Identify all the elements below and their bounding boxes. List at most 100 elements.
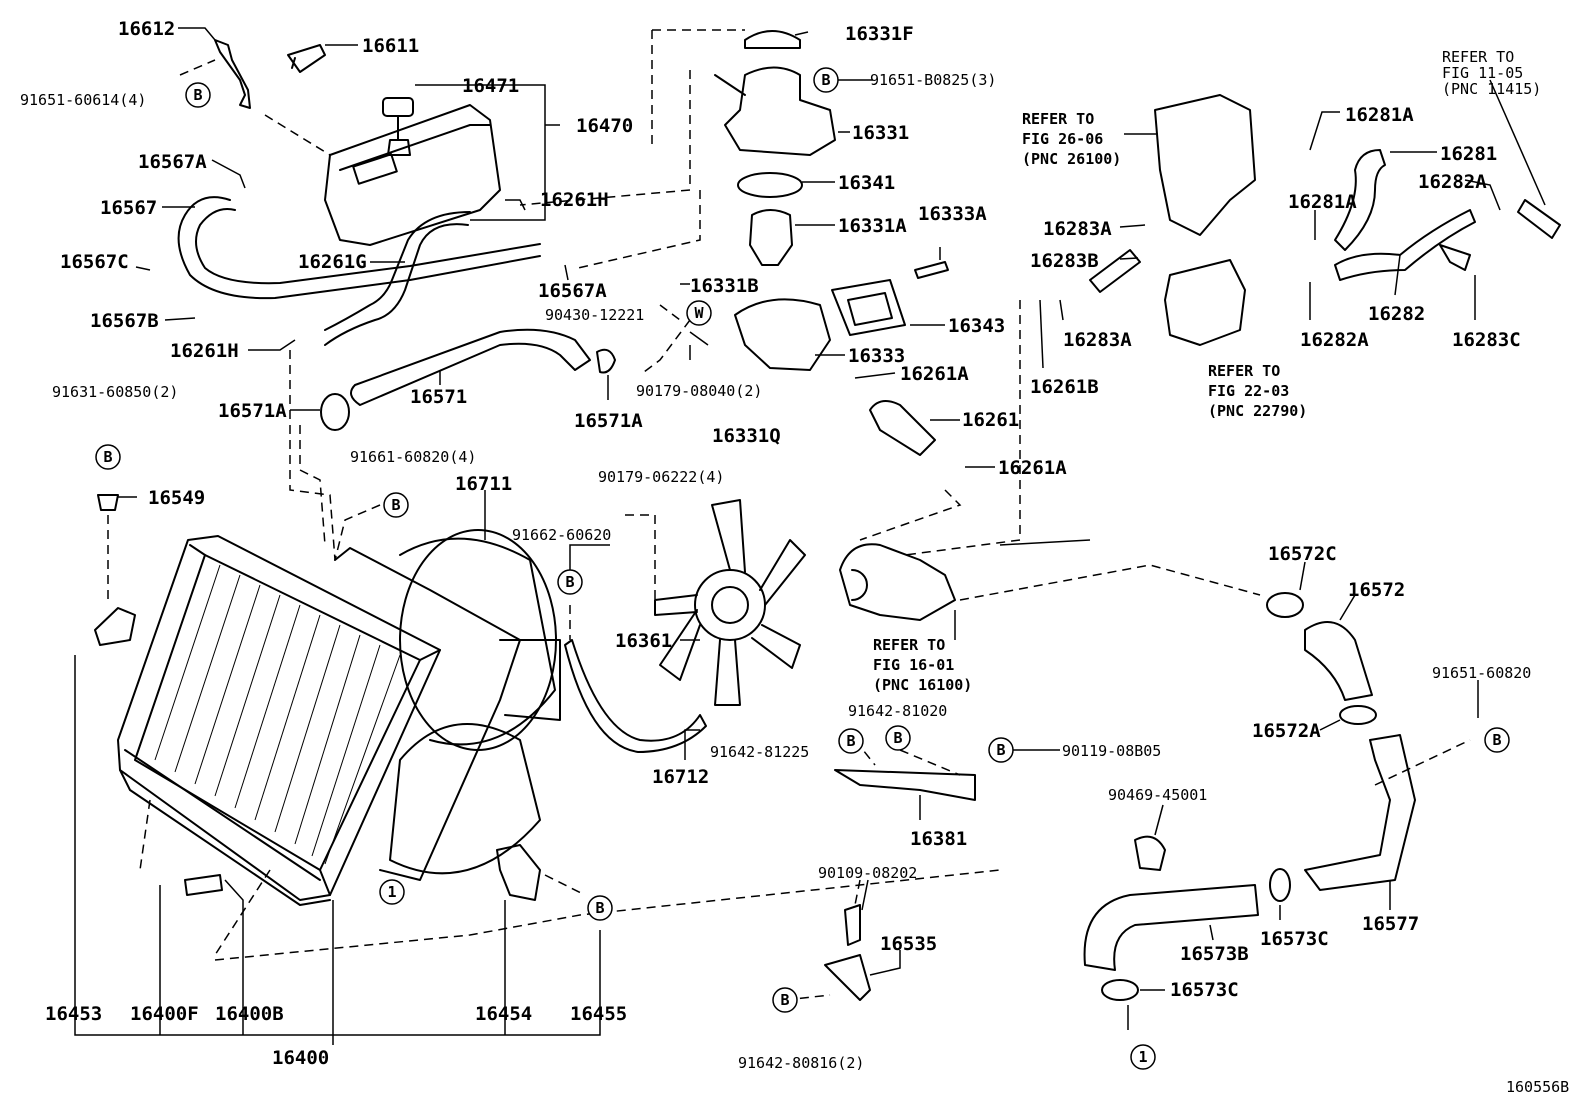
label-90109-08202: 90109-08202 [818, 864, 917, 882]
label-16711: 16711 [455, 473, 512, 495]
label-91651-60820: 91651-60820 [1432, 664, 1531, 682]
water-pump-drawing [839, 543, 956, 621]
label-16571a-right: 16571A [574, 410, 643, 432]
label-16470: 16470 [576, 115, 633, 137]
label-16572: 16572 [1348, 579, 1405, 601]
label-16567a-lower: 16567A [538, 280, 607, 302]
part-labels: 16612 16611 91651-60614(4) 16471 16470 1… [20, 18, 1531, 1072]
label-91651-b0825: 91651-B0825(3) [870, 71, 996, 89]
label-16282: 16282 [1368, 303, 1425, 325]
label-16261: 16261 [962, 409, 1019, 431]
label-16281: 16281 [1440, 143, 1497, 165]
hose-16572-drawing [1304, 621, 1373, 701]
bracket-16454-drawing [496, 844, 541, 901]
bracket-16381-drawing [834, 769, 976, 801]
label-16333: 16333 [848, 345, 905, 367]
tank-bracket-2-drawing [287, 44, 326, 73]
label-90430-12221: 90430-12221 [545, 306, 644, 324]
hose-16261-drawing [869, 400, 936, 456]
svg-text:B: B [846, 732, 855, 750]
clamp-16573c-drawing [1269, 868, 1291, 902]
b-marker: B [557, 569, 583, 595]
label-16331q: 16331Q [712, 425, 781, 447]
label-16400f: 16400F [130, 1003, 199, 1025]
label-16381: 16381 [910, 828, 967, 850]
label-91662-60620: 91662-60620 [512, 526, 611, 544]
svg-text:B: B [595, 899, 604, 917]
label-90469-45001: 90469-45001 [1108, 786, 1207, 804]
b-marker: B [772, 987, 798, 1013]
hose-16573b-drawing [1083, 884, 1259, 971]
hose-16283b-drawing [1089, 249, 1141, 293]
label-16454: 16454 [475, 1003, 532, 1025]
w-marker: W [686, 300, 712, 326]
label-16572a: 16572A [1252, 720, 1321, 742]
sensor-90109-drawing [844, 904, 861, 946]
svg-text:1: 1 [387, 883, 396, 901]
label-16283c: 16283C [1452, 329, 1521, 351]
b-marker: B [838, 728, 864, 754]
label-16573c-1: 16573C [1260, 928, 1329, 950]
label-16572c: 16572C [1268, 543, 1337, 565]
clamp-16571a-left-drawing [320, 393, 350, 431]
label-16567b: 16567B [90, 310, 159, 332]
tank-bracket-drawing [214, 39, 251, 109]
label-90119-08b05: 90119-08B05 [1062, 742, 1161, 760]
svg-text:(PNC 11415): (PNC 11415) [1442, 80, 1541, 98]
label-16471: 16471 [462, 75, 519, 97]
label-16611: 16611 [362, 35, 419, 57]
label-16712: 16712 [652, 766, 709, 788]
svg-text:B: B [996, 741, 1005, 759]
gasket-16343-drawing [831, 279, 906, 336]
svg-text:B: B [193, 86, 202, 104]
drain-cock-16400b-drawing [184, 874, 223, 896]
svg-text:B: B [565, 573, 574, 591]
leader-lines [74, 27, 1546, 1045]
svg-text:FIG 16-01: FIG 16-01 [873, 656, 954, 674]
label-91661-60820: 91661-60820(4) [350, 448, 476, 466]
svg-text:B: B [893, 729, 902, 747]
clamp-16573c-lower-drawing [1101, 979, 1139, 1001]
thermostat-16331a-drawing [749, 209, 793, 266]
pipe-16577-drawing [1304, 734, 1416, 891]
svg-text:REFER TO: REFER TO [1208, 362, 1280, 380]
hose-16571-drawing [350, 328, 591, 406]
label-16261a-2: 16261A [998, 457, 1067, 479]
throttle-body-drawing [1164, 259, 1246, 346]
refer-to-notes: REFER TO FIG 26-06 (PNC 26100) REFER TO … [873, 48, 1541, 694]
one-marker: 1 [1130, 1044, 1156, 1070]
label-91642-80816: 91642-80816(2) [738, 1054, 864, 1072]
b-marker: B [885, 725, 911, 751]
water-cap-16331f-drawing [744, 30, 801, 49]
svg-text:REFER TO: REFER TO [1022, 110, 1094, 128]
clip-16283c-drawing [1439, 244, 1471, 271]
fan-strap-drawing [564, 639, 707, 753]
label-16571a-left: 16571A [218, 400, 287, 422]
label-16261g: 16261G [298, 251, 367, 273]
label-16331a: 16331A [838, 215, 907, 237]
svg-text:B: B [780, 991, 789, 1009]
label-16261h-top: 16261H [540, 189, 609, 211]
refer-fig-26-06: REFER TO FIG 26-06 (PNC 26100) [1022, 110, 1121, 168]
svg-text:B: B [391, 496, 400, 514]
b-marker: B [95, 444, 121, 470]
label-16261a-1: 16261A [900, 363, 969, 385]
label-16331b: 16331B [690, 275, 759, 297]
dashed-reference-lines [107, 29, 1471, 1001]
fan-drawing [654, 499, 806, 706]
bracket-16453-drawing [94, 607, 136, 646]
svg-text:FIG 11-05: FIG 11-05 [1442, 64, 1523, 82]
label-16567c: 16567C [60, 251, 129, 273]
label-16400b: 16400B [215, 1003, 284, 1025]
label-91631-60850: 91631-60850(2) [52, 383, 178, 401]
label-16281a-2: 16281A [1288, 191, 1357, 213]
label-16549: 16549 [148, 487, 205, 509]
refer-fig-11-05: REFER TO FIG 11-05 (PNC 11415) [1442, 48, 1541, 98]
heater-valve-drawing [1154, 94, 1256, 236]
clamp-16572c-drawing [1266, 592, 1304, 618]
b-marker: B [587, 895, 613, 921]
radiator-assembly-drawing [117, 535, 521, 906]
svg-text:FIG 22-03: FIG 22-03 [1208, 382, 1289, 400]
part-drawings [94, 30, 1561, 1001]
